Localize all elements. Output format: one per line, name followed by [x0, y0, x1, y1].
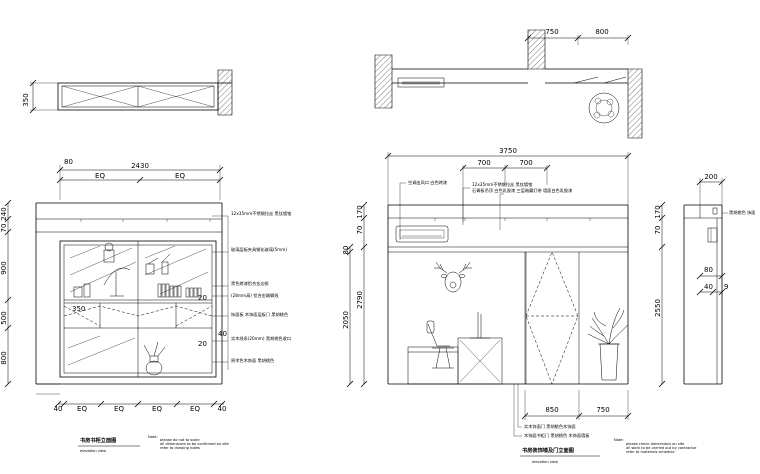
material-label: 黑色烤漆铝合金边框	[231, 280, 270, 287]
material-label: 饰面板 木饰面层板门 黑胡桃色	[231, 311, 289, 318]
material-label: 空调出风口 白色烤漆	[408, 179, 447, 186]
chair-icon	[426, 320, 454, 369]
wall-hatch	[217, 69, 233, 116]
side-dim: 70	[654, 226, 662, 235]
cabinet-cross-line	[61, 85, 139, 108]
plant-plan-icon	[588, 92, 620, 124]
note-line: refer to drawing notes	[160, 446, 200, 450]
elevation-bookcase: 80 2430 EQ EQ	[0, 158, 292, 453]
drawing-title: 书房书柜立面图	[80, 436, 116, 444]
vase-icon	[143, 341, 166, 376]
dim-b: 700	[519, 159, 532, 167]
material-label: 黑胡桃色 饰面	[729, 209, 755, 216]
note-line: all dimensions to be confirmed on site	[160, 442, 230, 446]
elevation-wall-door: 3750 700 700	[342, 147, 697, 464]
deer-head-icon	[434, 261, 472, 293]
books-icon	[157, 283, 202, 298]
drawing-title: 书房装饰墙及门立面图	[522, 446, 574, 454]
ac-unit-plan	[397, 77, 445, 88]
inner-dim-right: 20	[198, 294, 207, 302]
side-dim: 240	[0, 207, 8, 220]
inner-dim: 40	[704, 283, 713, 291]
side-dim: 170	[356, 205, 364, 218]
side-dim: 800	[0, 351, 8, 364]
drawing-subtitle: elevation view	[80, 449, 106, 453]
bottom-dim: 850	[545, 406, 558, 414]
material-label: 玻璃层板夹具钢化玻璃(5mm)	[231, 246, 287, 253]
bottom-dim: EQ	[152, 405, 162, 413]
side-dim: 2550	[654, 299, 662, 317]
decor-objects	[73, 242, 202, 376]
note-line: all work to be carried out by contractor	[626, 446, 697, 450]
material-label: 12x35mm不锈钢拉丝 黑钛镀铬	[472, 181, 533, 188]
dim-top-a: 80	[64, 158, 73, 166]
inner-dim: 40	[218, 330, 227, 338]
side-dim: 70	[356, 226, 364, 235]
material-label: 实木线条(20mm) 黑胡桃色收口	[231, 335, 291, 342]
material-label: 原木色木饰面 黑胡桃色	[231, 357, 275, 364]
ac-unit-icon	[395, 225, 449, 243]
dim-eq: EQ	[175, 172, 185, 180]
bottom-dim: 40	[218, 405, 227, 413]
note-line: Note:	[614, 438, 624, 442]
material-label: 实木饰面门 黑胡桃色木饰面	[524, 423, 576, 430]
ac-side-view	[707, 227, 718, 243]
bottom-dim: 750	[596, 406, 609, 414]
note-line: refer to materials schedule	[626, 450, 675, 454]
material-label: (28mm高) 铝合金踢脚线	[231, 292, 279, 299]
note-line: please do not to scale	[160, 438, 200, 442]
inner-dim: 350	[72, 305, 85, 313]
wall-hatch	[374, 54, 393, 109]
side-dim: 500	[0, 311, 8, 324]
section-right: 200 170 70 2550 80 40 9 黑胡桃色 饰面	[654, 173, 755, 388]
dim-total: 3750	[499, 147, 517, 155]
side-dim: 70	[0, 224, 8, 233]
side-dim: 80	[342, 246, 350, 255]
side-dim: 2790	[356, 291, 364, 309]
bottom-dim: EQ	[77, 405, 87, 413]
material-label: 12x35mm不锈钢拉丝 黑钛镀铬	[231, 210, 292, 217]
drawing-subtitle: elevation view	[532, 460, 558, 464]
side-dim: 170	[654, 205, 662, 218]
wall-hatch	[627, 68, 643, 139]
dim-eq: EQ	[95, 172, 105, 180]
door-leaf	[603, 76, 627, 84]
leader-lines	[399, 182, 522, 437]
bottom-dim: EQ	[190, 405, 200, 413]
dim-a: 700	[477, 159, 490, 167]
dim-b: 800	[595, 28, 608, 36]
desk-icon	[407, 312, 503, 385]
inner-dim: 9	[724, 283, 728, 291]
inner-dim: 20	[198, 340, 207, 348]
material-label: 木饰面书柜门 黑胡桃色 木饰面墙板	[524, 432, 590, 439]
plan-right: 750 800	[374, 28, 643, 139]
side-dim: 900	[0, 261, 8, 274]
bottom-dim: 40	[54, 405, 63, 413]
dim-top: 200	[704, 173, 717, 181]
dim-a: 750	[545, 28, 558, 36]
note-line: please check dimensions on site	[626, 442, 685, 446]
plant-icon	[587, 307, 629, 381]
material-label: 石膏板吊顶 白色乳胶漆 三层暗藏灯带 墙面白色乳胶漆	[472, 187, 572, 194]
dim-depth: 350	[22, 93, 30, 106]
inner-dim: 80	[704, 266, 713, 274]
plan-left: 350	[22, 69, 233, 116]
door-leaf	[573, 76, 599, 84]
side-dim: 2050	[342, 311, 350, 329]
dim-total: 2430	[131, 162, 149, 170]
cabinet-cross-line	[137, 85, 215, 108]
bottom-dim: EQ	[114, 405, 124, 413]
leader-lines	[212, 215, 229, 370]
note-line: Note:	[148, 435, 158, 439]
